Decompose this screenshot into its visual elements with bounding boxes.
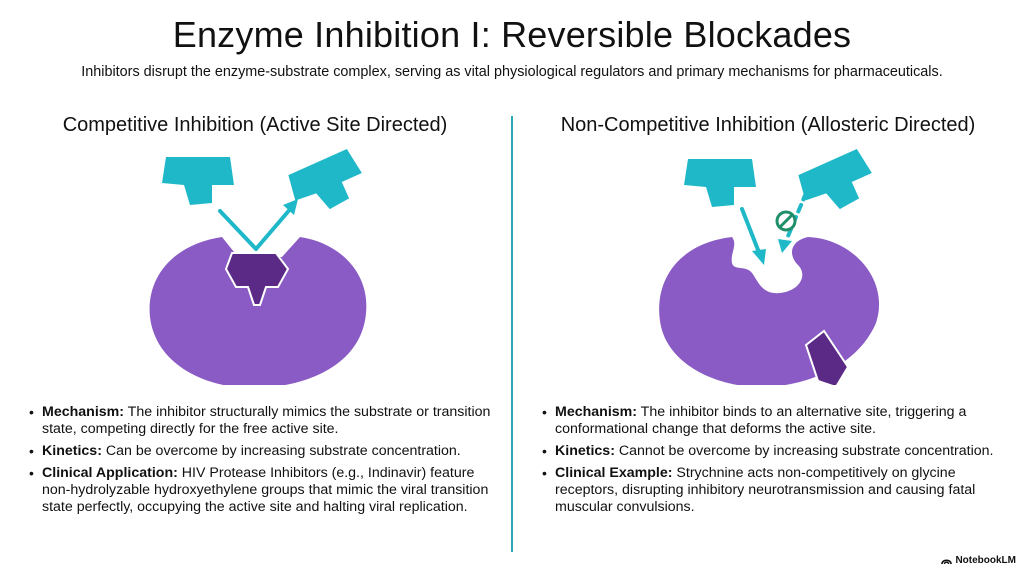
arrow-right-head <box>778 239 792 253</box>
substrate-shape-left <box>162 157 234 205</box>
arrow-left-head <box>752 249 766 265</box>
panel-divider <box>511 116 513 552</box>
competitive-heading: Competitive Inhibition (Active Site Dire… <box>62 114 448 136</box>
bullet-clinical: Clinical Example: Strychnine acts non-co… <box>541 465 1011 516</box>
competitive-bullet-list: Mechanism: The inhibitor structurally mi… <box>28 404 498 521</box>
bullet-text: Can be overcome by increasing substrate … <box>101 443 461 459</box>
bullet-label: Mechanism: <box>42 404 124 420</box>
bullet-text: The inhibitor structurally mimics the su… <box>42 404 491 437</box>
competitive-diagram <box>149 149 367 385</box>
bound-inhibitor-shape <box>224 252 290 306</box>
bullet-text: Strychnine acts non-competitively on gly… <box>555 465 976 515</box>
noncompetitive-bullet-list: Mechanism: The inhibitor binds to an alt… <box>541 404 1011 521</box>
bullet-mechanism: Mechanism: The inhibitor structurally mi… <box>28 404 498 438</box>
arrow-head <box>283 199 298 215</box>
bullet-text: Cannot be overcome by increasing substra… <box>614 443 994 459</box>
page-subtitle: Inhibitors disrupt the enzyme-substrate … <box>81 64 943 80</box>
enzyme-shape <box>149 237 367 385</box>
noncompetitive-heading: Non-Competitive Inhibition (Allosteric D… <box>560 114 976 136</box>
bullet-kinetics: Kinetics: Cannot be overcome by increasi… <box>541 443 1011 460</box>
bullet-mechanism: Mechanism: The inhibitor binds to an alt… <box>541 404 1011 438</box>
bullet-label: Clinical Application: <box>42 465 178 481</box>
substrate-shape-right <box>798 149 872 210</box>
arrow-left <box>740 207 762 257</box>
bullet-label: Clinical Example: <box>555 465 673 481</box>
bullet-text: The inhibitor binds to an alternative si… <box>555 404 967 437</box>
bullet-text: HIV Protease Inhibitors (e.g., Indinavir… <box>42 465 489 515</box>
bullet-label: Mechanism: <box>555 404 637 420</box>
brand-name: NotebookLM <box>955 555 1016 566</box>
arrow-right-dashed <box>784 191 808 243</box>
noncompetitive-diagram <box>659 149 880 385</box>
allosteric-inhibitor-shape <box>804 329 850 385</box>
page-title: Enzyme Inhibition I: Reversible Blockade… <box>172 14 852 55</box>
bullet-clinical: Clinical Application: HIV Protease Inhib… <box>28 465 498 516</box>
prohibited-icon <box>775 210 797 232</box>
brand-watermark: NotebookLM <box>941 555 1016 566</box>
bullet-label: Kinetics: <box>42 443 102 459</box>
bounce-arrow <box>218 205 294 251</box>
bullet-label: Kinetics: <box>555 443 615 459</box>
substrate-shape-left <box>684 159 756 207</box>
bullet-kinetics: Kinetics: Can be overcome by increasing … <box>28 443 498 460</box>
substrate-shape-right <box>288 149 362 210</box>
notebooklm-logo-icon <box>941 559 953 565</box>
